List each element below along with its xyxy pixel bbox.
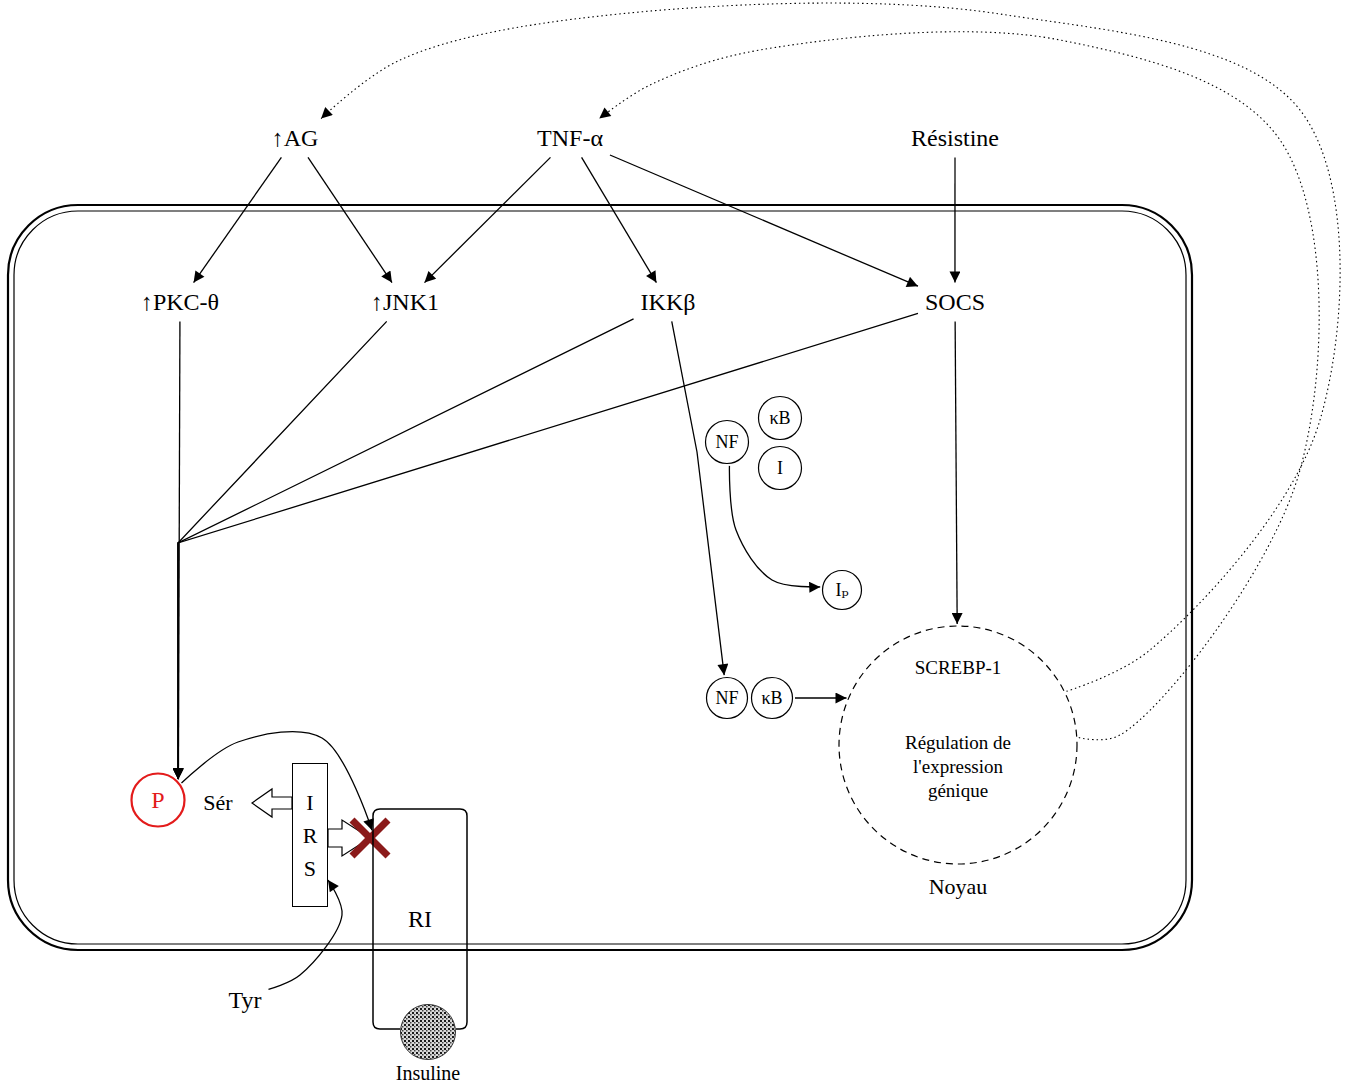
kinase-label: ↑PKC-θ xyxy=(139,288,221,317)
protein-label: SOCS xyxy=(923,288,987,317)
node-label: κB xyxy=(769,408,790,429)
signal-arrow xyxy=(954,157,955,282)
node-label: TNF-α xyxy=(537,124,603,153)
node-label: Tyr xyxy=(229,986,262,1015)
node-label: IRS xyxy=(302,786,318,885)
receptor-shape: RI xyxy=(372,808,468,1030)
node-label: IKKβ xyxy=(641,288,696,317)
signal-arrow xyxy=(955,321,957,624)
gene-label: SCREBP-1 xyxy=(838,656,1078,680)
phosphate-circle: P xyxy=(130,772,186,828)
signal-arrow xyxy=(672,321,724,675)
signal-arrow xyxy=(181,732,372,831)
signal-arrow xyxy=(610,155,918,286)
insulin-molecule: Insuline xyxy=(380,1004,476,1090)
signal-arrow xyxy=(178,321,387,779)
substrate-box: IRS xyxy=(292,763,328,907)
subunit-circle: κB xyxy=(750,676,794,720)
node-label: Résistine xyxy=(911,124,999,153)
signal-arrow xyxy=(178,319,634,779)
block-cross xyxy=(352,820,388,856)
subunit-circle: NF xyxy=(704,419,750,465)
hollow-arrow xyxy=(328,820,370,856)
node-label: κB xyxy=(761,688,782,709)
feedback-arrow xyxy=(599,32,1319,740)
node-label: Insuline xyxy=(380,1062,476,1085)
node-label: SOCS xyxy=(925,288,985,317)
subunit-circle: Iₚ xyxy=(821,569,863,611)
node-label: Iₚ xyxy=(835,579,848,601)
signal-arrow xyxy=(795,697,847,698)
subunit-circle: κB xyxy=(757,395,803,441)
signal-arrow xyxy=(308,157,392,282)
kinase-label: IKKβ xyxy=(639,288,698,317)
node-label: RI xyxy=(408,906,432,933)
nucleus: SCREBP-1Régulation de l'expression géniq… xyxy=(838,625,1078,905)
node-label: ↑AG xyxy=(272,124,319,153)
hollow-arrow xyxy=(252,789,292,817)
node-label: ↑PKC-θ xyxy=(141,288,219,317)
residue-label: Sér xyxy=(203,790,232,816)
insulin-circle xyxy=(380,1004,476,1064)
cytokine-label: TNF-α xyxy=(535,124,605,153)
node-label: NF xyxy=(715,688,738,709)
subunit-circle: NF xyxy=(705,676,749,720)
node-label: ↑JNK1 xyxy=(371,288,439,317)
cell-membrane-inner xyxy=(14,211,1186,944)
signal-arrow xyxy=(582,157,657,282)
subunit-circle: I xyxy=(757,445,803,491)
residue-label: Tyr xyxy=(227,986,264,1015)
kinase-label: ↑JNK1 xyxy=(369,288,441,317)
process-label: Régulation de l'expression génique xyxy=(888,731,1028,803)
signal-arrow xyxy=(425,157,551,282)
hormone-label: Résistine xyxy=(909,124,1001,153)
compartment-label: Noyau xyxy=(838,875,1078,899)
signal-arrow xyxy=(194,157,282,282)
metabolite-label: ↑AG xyxy=(270,124,321,153)
node-label: P xyxy=(151,787,164,814)
feedback-arrow xyxy=(321,3,1340,691)
node-label: I xyxy=(777,458,783,479)
cell-membrane-outer xyxy=(8,205,1192,950)
signal-arrow xyxy=(178,313,918,779)
node-label: NF xyxy=(715,432,738,453)
